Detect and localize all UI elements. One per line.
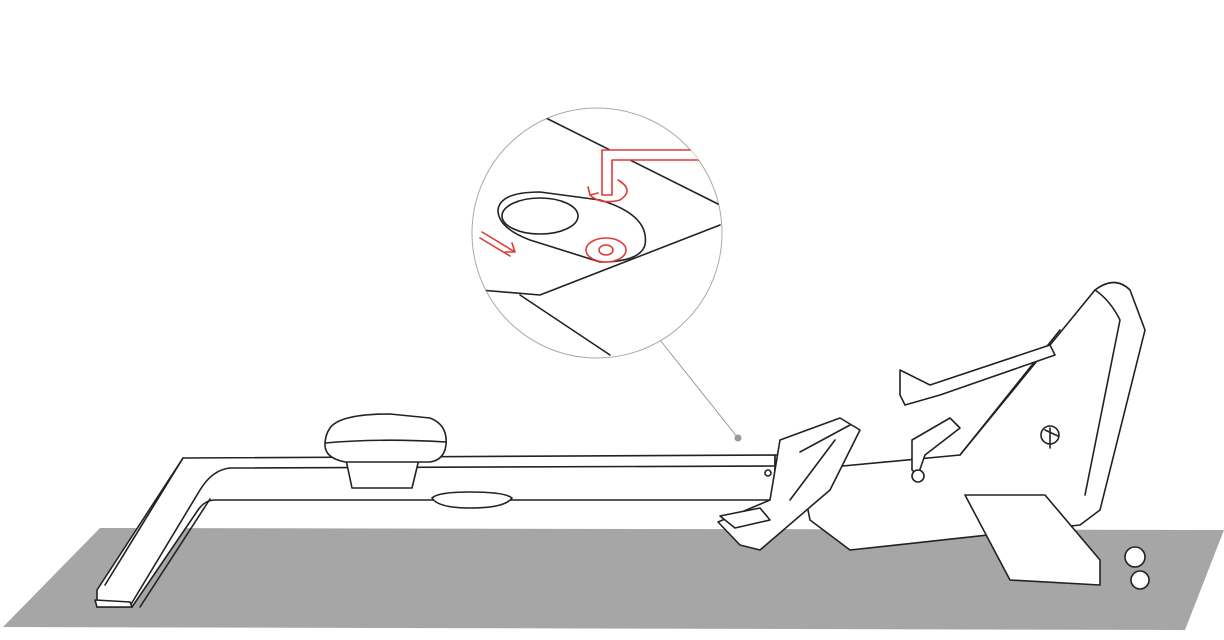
callout-line <box>659 339 739 439</box>
allen-key-icon <box>601 149 722 196</box>
rotation-arrow-icon <box>587 179 628 203</box>
front-housing <box>764 281 1150 590</box>
callout-dot <box>734 434 742 442</box>
floor-mat <box>3 528 1224 630</box>
seat <box>324 413 447 489</box>
bolt-hole-icon <box>585 237 627 263</box>
slide-arrow-icon <box>479 231 516 257</box>
detail-callout <box>471 107 723 359</box>
footrest <box>717 417 861 551</box>
rail <box>94 454 776 608</box>
